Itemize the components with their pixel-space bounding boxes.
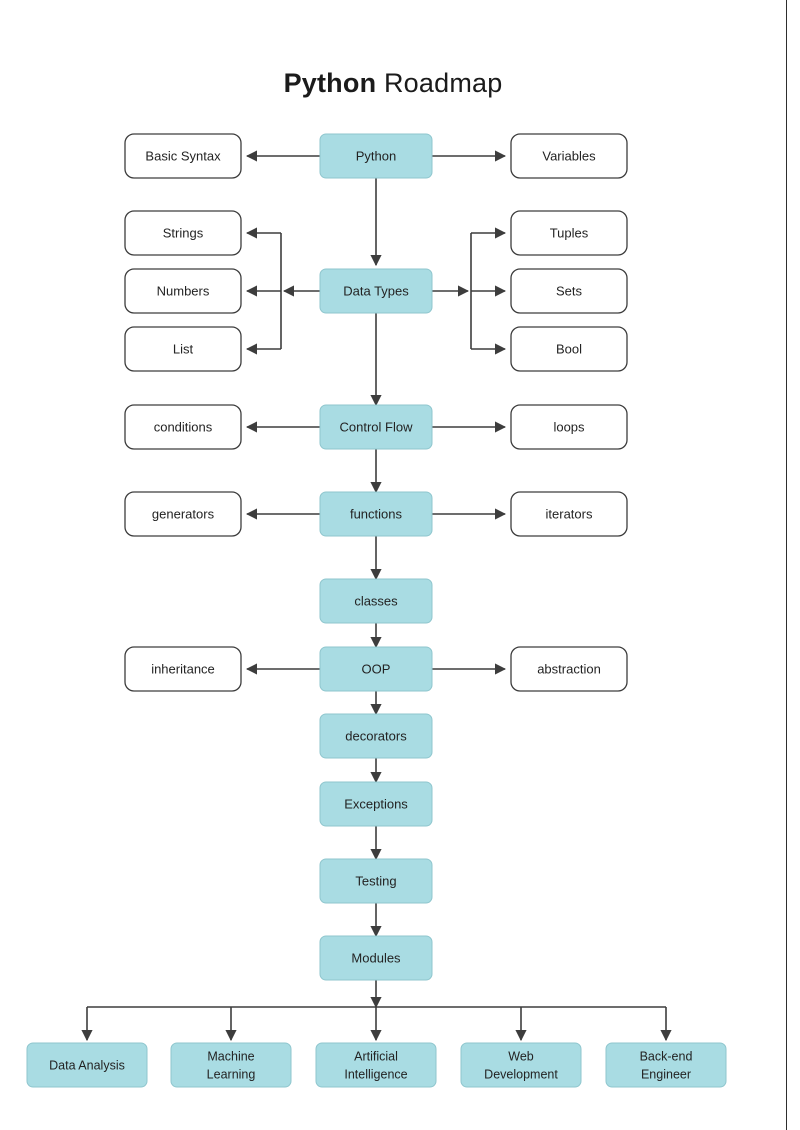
node-sets-label: Sets: [556, 283, 583, 298]
node-python-box[interactable]: [319, 133, 433, 179]
node-backend-engineer-label-line2: Engineer: [641, 1067, 691, 1081]
node-exceptions-box[interactable]: [319, 781, 433, 827]
node-web-development-box[interactable]: [460, 1042, 582, 1088]
node-web-development[interactable]: Web Development: [460, 1042, 582, 1088]
node-inheritance-box[interactable]: [124, 646, 242, 692]
node-iterators-label: iterators: [546, 506, 593, 521]
node-iterators[interactable]: iterators: [510, 491, 628, 537]
node-abstraction-label: abstraction: [537, 661, 601, 676]
node-generators-label: generators: [152, 506, 215, 521]
node-modules-box[interactable]: [319, 935, 433, 981]
node-web-development-label-line1: Web: [508, 1049, 534, 1063]
node-decorators-box[interactable]: [319, 713, 433, 759]
node-data-types[interactable]: Data Types: [319, 268, 433, 314]
node-oop-box[interactable]: [319, 646, 433, 692]
node-python[interactable]: Python: [319, 133, 433, 179]
node-artificial-intelligence-label-line2: Intelligence: [344, 1067, 407, 1081]
node-loops-label: loops: [553, 419, 585, 434]
page-right-edge: [786, 0, 787, 1130]
node-variables-box[interactable]: [510, 133, 628, 179]
node-tuples[interactable]: Tuples: [510, 210, 628, 256]
node-control-flow[interactable]: Control Flow: [319, 404, 433, 450]
node-sets-box[interactable]: [510, 268, 628, 314]
node-abstraction-box[interactable]: [510, 646, 628, 692]
page-right-gutter: [787, 0, 800, 1130]
node-strings-label: Strings: [163, 225, 204, 240]
node-python-label: Python: [356, 148, 396, 163]
node-data-types-box[interactable]: [319, 268, 433, 314]
node-list-label: List: [173, 341, 194, 356]
node-exceptions-label: Exceptions: [344, 796, 408, 811]
node-artificial-intelligence-box[interactable]: [315, 1042, 437, 1088]
node-artificial-intelligence[interactable]: Artificial Intelligence: [315, 1042, 437, 1088]
node-functions[interactable]: functions: [319, 491, 433, 537]
node-numbers[interactable]: Numbers: [124, 268, 242, 314]
node-abstraction[interactable]: abstraction: [510, 646, 628, 692]
node-conditions-label: conditions: [154, 419, 213, 434]
node-strings-box[interactable]: [124, 210, 242, 256]
node-classes-box[interactable]: [319, 578, 433, 624]
node-inheritance[interactable]: inheritance: [124, 646, 242, 692]
node-bool-label: Bool: [556, 341, 582, 356]
node-machine-learning-label-line1: Machine: [207, 1049, 254, 1063]
page-title-bold: Python: [283, 68, 377, 98]
node-decorators-label: decorators: [345, 728, 407, 743]
node-loops[interactable]: loops: [510, 404, 628, 450]
node-sets[interactable]: Sets: [510, 268, 628, 314]
node-conditions[interactable]: conditions: [124, 404, 242, 450]
node-list[interactable]: List: [124, 326, 242, 372]
node-numbers-box[interactable]: [124, 268, 242, 314]
node-basic-syntax-box[interactable]: [124, 133, 242, 179]
node-artificial-intelligence-label-line1: Artificial: [354, 1049, 398, 1063]
node-classes[interactable]: classes: [319, 578, 433, 624]
page-title: Python Roadmap: [0, 68, 786, 99]
node-basic-syntax[interactable]: Basic Syntax: [124, 133, 242, 179]
node-backend-engineer-box[interactable]: [605, 1042, 727, 1088]
node-inheritance-label: inheritance: [151, 661, 215, 676]
node-testing-box[interactable]: [319, 858, 433, 904]
node-modules-label: Modules: [351, 950, 401, 965]
node-machine-learning[interactable]: Machine Learning: [170, 1042, 292, 1088]
node-backend-engineer[interactable]: Back-end Engineer: [605, 1042, 727, 1088]
node-generators[interactable]: generators: [124, 491, 242, 537]
node-data-types-label: Data Types: [343, 283, 409, 298]
node-functions-box[interactable]: [319, 491, 433, 537]
node-tuples-label: Tuples: [550, 225, 589, 240]
node-strings[interactable]: Strings: [124, 210, 242, 256]
node-generators-box[interactable]: [124, 491, 242, 537]
node-data-analysis-label: Data Analysis: [49, 1058, 125, 1072]
node-classes-label: classes: [354, 593, 398, 608]
node-modules[interactable]: Modules: [319, 935, 433, 981]
node-list-box[interactable]: [124, 326, 242, 372]
nodes-layer: Basic Syntax Python Variables Strings Nu…: [26, 133, 727, 1088]
node-data-analysis-box[interactable]: [26, 1042, 148, 1088]
node-oop-label: OOP: [362, 661, 391, 676]
node-conditions-box[interactable]: [124, 404, 242, 450]
node-machine-learning-label-line2: Learning: [207, 1067, 256, 1081]
node-functions-label: functions: [350, 506, 403, 521]
node-testing[interactable]: Testing: [319, 858, 433, 904]
node-bool-box[interactable]: [510, 326, 628, 372]
node-variables[interactable]: Variables: [510, 133, 628, 179]
node-oop[interactable]: OOP: [319, 646, 433, 692]
node-variables-label: Variables: [542, 148, 596, 163]
node-control-flow-box[interactable]: [319, 404, 433, 450]
node-testing-label: Testing: [355, 873, 396, 888]
node-decorators[interactable]: decorators: [319, 713, 433, 759]
page-title-rest: Roadmap: [376, 68, 503, 98]
node-web-development-label-line2: Development: [484, 1067, 558, 1081]
node-control-flow-label: Control Flow: [340, 419, 414, 434]
node-data-analysis[interactable]: Data Analysis: [26, 1042, 148, 1088]
node-bool[interactable]: Bool: [510, 326, 628, 372]
edges-layer: [81, 150, 672, 1042]
node-backend-engineer-label-line1: Back-end: [640, 1049, 693, 1063]
node-exceptions[interactable]: Exceptions: [319, 781, 433, 827]
node-tuples-box[interactable]: [510, 210, 628, 256]
node-numbers-label: Numbers: [157, 283, 210, 298]
node-loops-box[interactable]: [510, 404, 628, 450]
node-machine-learning-box[interactable]: [170, 1042, 292, 1088]
node-basic-syntax-label: Basic Syntax: [145, 148, 221, 163]
node-iterators-box[interactable]: [510, 491, 628, 537]
